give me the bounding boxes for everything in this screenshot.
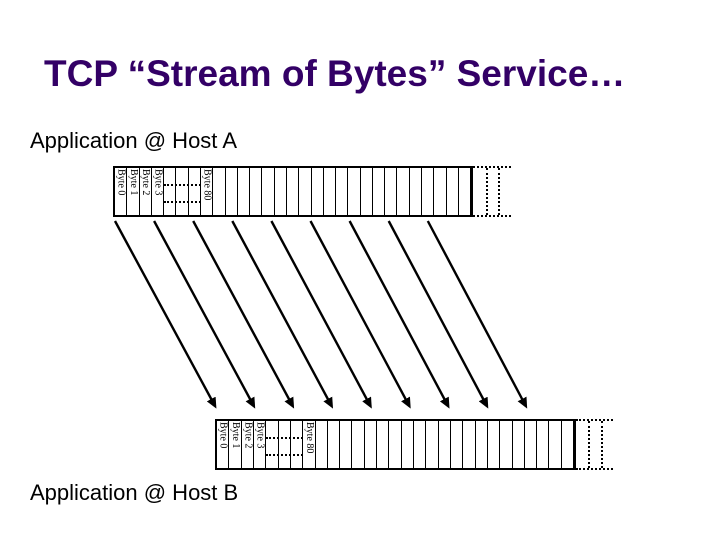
byte-cell-label: Byte 2 [242,422,254,449]
byte-cell [361,168,373,215]
byte-cell [410,168,423,215]
byte-cell [336,168,349,215]
byte-cell [287,168,300,215]
byte-cell-label: Byte 1 [127,169,139,196]
byte-cell [525,421,538,468]
continuation-dotted-divider [588,421,591,468]
byte-cell [316,421,328,468]
byte-cell [513,421,525,468]
byte-cell: Byte 80 [303,421,316,468]
byte-transfer-arrow [153,220,256,409]
byte-transfer-arrow [348,220,450,409]
byte-cell [324,168,337,215]
byte-cell [463,421,476,468]
byte-cell [352,421,365,468]
byte-cell-label: Byte 1 [229,422,241,449]
byte-transfer-arrow [426,220,528,409]
byte-cell [250,168,263,215]
byte-transfer-arrow [309,220,411,409]
byte-cell [562,421,575,468]
byte-cell [447,168,459,215]
host-a-stream-continuation [473,166,511,217]
slide-title: TCP “Stream of Bytes” Service… [44,53,626,94]
byte-cell [312,168,324,215]
byte-cell [397,168,410,215]
byte-cell [500,421,513,468]
byte-cell [476,421,488,468]
byte-cell [439,421,451,468]
byte-cell [213,168,226,215]
byte-cell [389,421,402,468]
host-b-label: Application @ Host B [30,480,239,505]
byte-cell [348,168,361,215]
byte-transfer-arrow [270,220,372,409]
byte-cell: Byte 2 [140,168,152,215]
byte-cell [176,168,189,215]
byte-cell-label: Byte 0 [217,422,229,449]
byte-cell-label: Byte 3 [254,422,266,449]
continuation-dotted-divider [485,168,488,215]
ellipsis-dotted-line [266,436,304,439]
byte-cell: Byte 0 [217,421,230,468]
byte-cell [426,421,439,468]
byte-cell [549,421,562,468]
byte-cell-label: Byte 2 [140,169,152,196]
byte-cell [402,421,414,468]
byte-cell: Byte 0 [115,168,128,215]
byte-cell-label: Byte 3 [152,169,164,196]
host-b-stream-continuation [576,419,613,470]
host-a-label: Application @ Host A [30,128,237,153]
ellipsis-dotted-line [164,183,201,186]
byte-cell: Byte 1 [127,168,140,215]
byte-cell [291,421,304,468]
byte-transfer-arrow [113,220,217,409]
byte-transfer-arrow [387,220,489,409]
ellipsis-dotted-line [164,201,201,204]
byte-cell [385,168,398,215]
byte-cell [328,421,341,468]
byte-cell [279,421,291,468]
byte-cell [365,421,378,468]
byte-cell: Byte 1 [229,421,242,468]
byte-cell: Byte 2 [242,421,254,468]
byte-cell [266,421,279,468]
continuation-dotted-divider [498,168,501,215]
byte-cell [226,168,238,215]
byte-cell [373,168,386,215]
byte-cell [488,421,501,468]
byte-transfer-arrow [231,220,334,409]
byte-cell: Byte 80 [201,168,214,215]
byte-cell [340,421,353,468]
byte-cell [459,168,472,215]
ellipsis-dotted-line [266,454,304,457]
byte-cell [377,421,390,468]
byte-cell-label: Byte 80 [303,422,315,454]
byte-cell [189,168,201,215]
byte-cell [275,168,287,215]
continuation-dotted-divider [600,421,603,468]
byte-cell [422,168,435,215]
byte-cell-label: Byte 0 [115,169,127,196]
byte-cell [164,168,177,215]
byte-cell [299,168,312,215]
byte-cell [537,421,550,468]
byte-cell: Byte 3 [152,168,165,215]
byte-cell [434,168,447,215]
byte-cell [451,421,464,468]
byte-cell [238,168,251,215]
byte-cell [262,168,275,215]
byte-cell: Byte 3 [254,421,267,468]
byte-transfer-arrow [192,220,295,409]
byte-cell [414,421,427,468]
byte-cell-label: Byte 80 [201,169,213,201]
